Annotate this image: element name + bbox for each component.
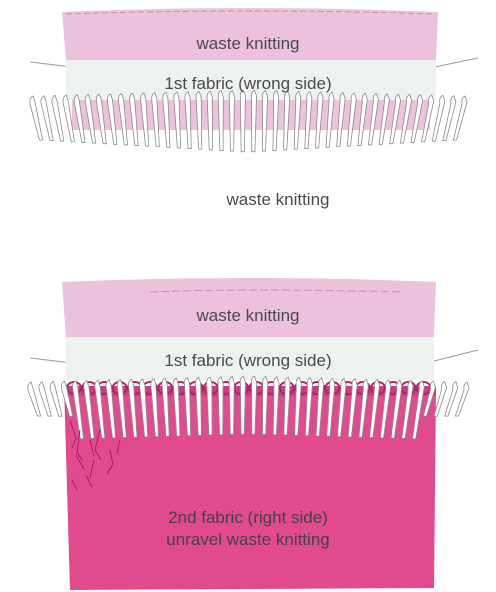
needle xyxy=(218,91,223,151)
top-waste-knitting-label: waste knitting xyxy=(0,34,496,54)
unravel-instruction-label: unravel waste knitting xyxy=(0,530,496,550)
second-fabric xyxy=(64,386,436,590)
second-fabric-label: 2nd fabric (right side) xyxy=(0,508,496,528)
needle xyxy=(229,90,234,151)
needle xyxy=(240,90,245,152)
bottom-waste-knitting-label: waste knitting xyxy=(0,306,496,326)
top-first-fabric-label: 1st fabric (wrong side) xyxy=(0,74,496,94)
needle xyxy=(50,381,62,416)
needle xyxy=(207,91,212,150)
needle xyxy=(39,382,51,416)
needle xyxy=(240,376,245,434)
below-needles-waste-label: waste knitting xyxy=(30,190,496,210)
needle xyxy=(432,95,445,141)
needle xyxy=(251,90,256,152)
needle xyxy=(196,91,202,149)
needle xyxy=(52,95,64,141)
bottom-first-fabric-label: 1st fabric (wrong side) xyxy=(0,351,496,371)
needle xyxy=(262,90,267,151)
needle xyxy=(273,91,279,151)
top-yarn-right xyxy=(430,58,478,68)
needle xyxy=(229,376,234,434)
needle xyxy=(41,96,53,141)
